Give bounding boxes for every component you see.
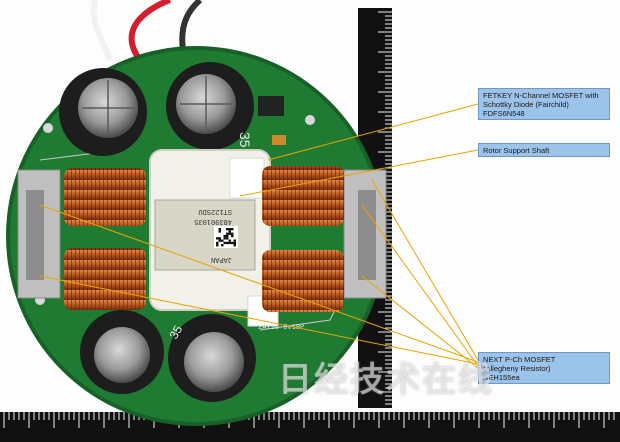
- pcb-code-label: 2A716-0v19P: [258, 324, 304, 332]
- chip-label-1: ST122SDU: [198, 207, 232, 215]
- capacitor-bottom-left: [80, 310, 164, 394]
- callout-1-line-3: FDFS6N548: [483, 109, 525, 118]
- chip-label-3: JAPAN: [211, 255, 232, 263]
- callout-3-line-3: NEH155ea: [483, 373, 520, 382]
- ruler-bottom: [0, 412, 620, 442]
- capacitor-marking-bottom: 35: [166, 323, 185, 342]
- callout-rotor-shaft: Rotor Support Shaft: [478, 143, 610, 157]
- capacitor-marking-top: 35: [237, 132, 253, 148]
- center-sensor-chip: ST122SDU 4B3901035 JAPAN: [154, 199, 256, 271]
- callout-1-line-1: FETKEY N-Channel MOSFET with: [483, 91, 599, 100]
- callout-p-channel-mosfet: NEXT P-Ch MOSFET (Allegheny Resistor) NE…: [478, 352, 610, 384]
- capacitor-top-right: 35: [166, 62, 254, 150]
- mosfet-top: [258, 96, 286, 145]
- callout-2-line-1: Rotor Support Shaft: [483, 146, 550, 155]
- callout-3-line-2: (Allegheny Resistor): [483, 364, 551, 373]
- capacitor-bottom-right: 35: [166, 314, 256, 402]
- inductor-coils: [64, 166, 344, 312]
- watermark-text: 日经技术在线: [278, 360, 494, 400]
- callout-mosfet-schottky: FETKEY N-Channel MOSFET with Schottky Di…: [478, 88, 610, 120]
- callout-3-line-1: NEXT P-Ch MOSFET: [483, 355, 556, 364]
- callout-1-line-2: Schottky Diode (Fairchild): [483, 100, 569, 109]
- leader-lines: [39, 103, 479, 369]
- capacitor-top-left: [59, 68, 147, 156]
- chip-label-2: 4B3901035: [194, 217, 232, 225]
